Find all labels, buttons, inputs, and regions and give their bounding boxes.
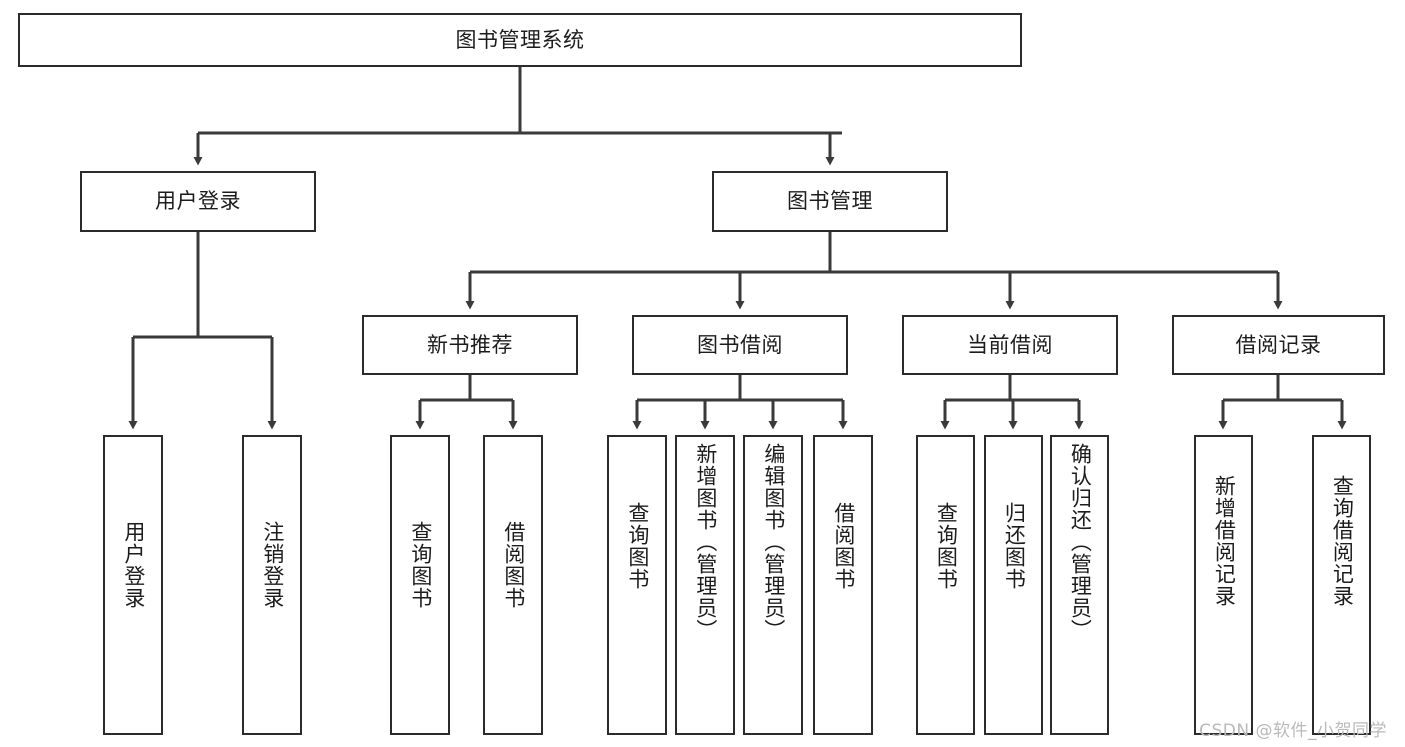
node-root-label: 图书管理系统	[455, 27, 585, 52]
leaf-new-book-borrow[interactable]: 借阅图书	[483, 435, 543, 735]
leaf-current-borrow-return[interactable]: 归还图书	[984, 435, 1043, 735]
node-borrow-record[interactable]: 借阅记录	[1172, 315, 1385, 375]
node-book-borrow[interactable]: 图书借阅	[632, 315, 848, 375]
node-book-borrow-label: 图书借阅	[697, 332, 783, 357]
leaf-user-login-logout[interactable]: 注销登录	[242, 435, 302, 735]
leaf-label: 注销登录	[260, 521, 285, 609]
leaf-label: 查询借阅记录	[1330, 475, 1355, 607]
node-root[interactable]: 图书管理系统	[18, 13, 1022, 67]
leaf-book-borrow-lend[interactable]: 借阅图书	[813, 435, 873, 735]
leaf-book-borrow-add[interactable]: 新增图书（管理员）	[675, 435, 735, 735]
csdn-watermark: CSDN @软件_小贺同学	[1199, 721, 1387, 741]
node-current-borrow[interactable]: 当前借阅	[902, 315, 1118, 375]
leaf-label: 新增图书（管理员）	[693, 443, 718, 641]
node-book-management[interactable]: 图书管理	[712, 171, 948, 232]
node-borrow-record-label: 借阅记录	[1235, 332, 1322, 357]
leaf-new-book-query[interactable]: 查询图书	[390, 435, 450, 735]
leaf-label: 用户登录	[121, 521, 146, 609]
leaf-label: 确认归还（管理员）	[1068, 443, 1093, 641]
node-book-management-label: 图书管理	[787, 189, 873, 214]
leaf-label: 借阅图书	[831, 502, 856, 590]
node-current-borrow-label: 当前借阅	[967, 332, 1053, 357]
leaf-label: 编辑图书（管理员）	[761, 443, 786, 641]
leaf-borrow-record-add[interactable]: 新增借阅记录	[1194, 435, 1253, 735]
leaf-label: 归还图书	[1002, 502, 1027, 590]
leaf-current-borrow-confirm[interactable]: 确认归还（管理员）	[1050, 435, 1109, 735]
leaf-current-borrow-query[interactable]: 查询图书	[916, 435, 975, 735]
node-user-login[interactable]: 用户登录	[80, 171, 316, 232]
leaf-label: 查询图书	[934, 502, 959, 590]
leaf-book-borrow-edit[interactable]: 编辑图书（管理员）	[743, 435, 803, 735]
node-user-login-label: 用户登录	[155, 189, 241, 214]
leaf-borrow-record-query[interactable]: 查询借阅记录	[1312, 435, 1371, 735]
leaf-user-login-login[interactable]: 用户登录	[103, 435, 163, 735]
node-new-book-recommend[interactable]: 新书推荐	[362, 315, 578, 375]
node-new-book-recommend-label: 新书推荐	[427, 332, 513, 357]
leaf-label: 查询图书	[625, 502, 650, 590]
leaf-label: 新增借阅记录	[1212, 475, 1237, 607]
leaf-label: 借阅图书	[501, 521, 526, 609]
leaf-book-borrow-query[interactable]: 查询图书	[607, 435, 667, 735]
leaf-label: 查询图书	[408, 521, 433, 609]
